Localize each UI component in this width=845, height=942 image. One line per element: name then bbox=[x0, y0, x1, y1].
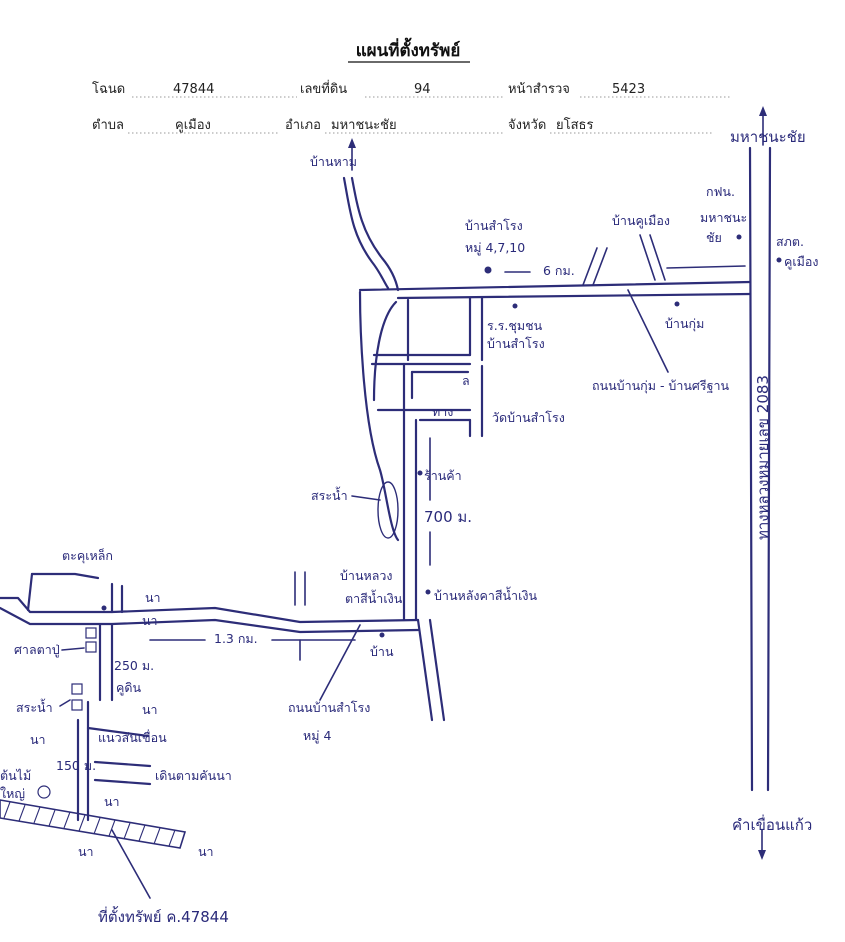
map-title: แผนที่ตั้งทรัพย์ bbox=[356, 37, 461, 61]
label-ban-kum: บ้านกุ่ม bbox=[665, 316, 704, 332]
marker-house bbox=[379, 632, 385, 638]
label-pond2: สระน้ำ bbox=[16, 698, 53, 715]
leader-road-sam-rong bbox=[319, 624, 361, 701]
marker-ban-sam-rong bbox=[484, 266, 492, 274]
label-school-sub: บ้านสำโรง bbox=[487, 336, 545, 351]
label-somat: สภต. bbox=[776, 234, 804, 249]
label-moo: หมู่ 4,7,10 bbox=[465, 240, 525, 256]
label-house: บ้าน bbox=[370, 644, 394, 659]
road-mark-2: ทาง bbox=[432, 404, 453, 419]
pond2-box-2 bbox=[71, 699, 83, 711]
district-label: อำเภอ bbox=[285, 118, 321, 133]
label-path: เดินตามคันนา bbox=[155, 768, 232, 783]
label-house-blue: บ้านหลังคาสีน้ำเงิน bbox=[434, 586, 537, 603]
marker-school bbox=[512, 303, 518, 309]
property-boundary-band bbox=[0, 799, 187, 849]
highway-2083 bbox=[748, 106, 772, 860]
village-roads bbox=[358, 290, 484, 722]
label-to-kham-khuean-kaeo: คำเขื่อนแก้ว bbox=[732, 814, 812, 834]
label-field-2: นา bbox=[142, 613, 158, 628]
marker-somat bbox=[776, 257, 782, 263]
leader-road-kum bbox=[627, 289, 669, 373]
label-kfn-sub2: ชัย bbox=[706, 230, 722, 245]
marker-shop bbox=[417, 470, 423, 476]
shrine-box bbox=[85, 627, 97, 639]
land-no-label: เลขที่ดิน bbox=[300, 80, 347, 97]
label-tree: ต้นไม้ bbox=[0, 768, 31, 783]
marker-ban-kum bbox=[674, 301, 680, 307]
label-ditch: คูดิน bbox=[116, 680, 141, 696]
road-ban-sam-rong bbox=[0, 571, 420, 661]
label-ban-sam-rong: บ้านสำโรง bbox=[465, 218, 523, 233]
deed-value: 47844 bbox=[173, 82, 214, 97]
pond-shape bbox=[377, 481, 399, 539]
label-field-3: นา bbox=[142, 702, 158, 717]
leader-plot bbox=[111, 829, 151, 899]
marker-lamp bbox=[101, 605, 107, 611]
label-field-5: นา bbox=[104, 794, 120, 809]
label-highway-2083: ทางหลวงหมายเลข 2083 bbox=[754, 375, 772, 540]
label-shrine: ศาลตาปู่ bbox=[14, 642, 60, 658]
label-shop: ร้านค้า bbox=[424, 468, 462, 483]
label-kfn: กฟน. bbox=[706, 184, 735, 199]
leader-shrine bbox=[61, 647, 85, 651]
road-kum-sritan bbox=[358, 234, 752, 300]
label-field-6: นา bbox=[78, 844, 94, 859]
label-700m: 700 ม. bbox=[424, 508, 472, 526]
label-road-sam-rong-moo: หมู่ 4 bbox=[303, 728, 331, 744]
sw-roads bbox=[26, 572, 124, 822]
road-mark-1: ล bbox=[462, 373, 470, 388]
label-to-mahachanachai: มหาชนะชัย bbox=[730, 128, 806, 146]
land-no-value: 94 bbox=[414, 82, 431, 97]
label-lamp: ตะคุเหล็ก bbox=[62, 548, 113, 564]
path-2 bbox=[93, 778, 152, 786]
label-ban-ku-mueang: บ้านคูเมือง bbox=[612, 213, 670, 229]
district-value: มหาชนะชัย bbox=[331, 118, 397, 133]
label-ban-nong-luang: บ้านหลวง bbox=[340, 568, 393, 583]
label-plot: ที่ตั้งทรัพย์ ค.47844 bbox=[98, 906, 229, 926]
label-tree-2: ใหญ่ bbox=[0, 786, 25, 801]
label-field-7: นา bbox=[198, 844, 214, 859]
tree-icon bbox=[37, 785, 51, 799]
label-canal: แนวสันเขื่อน bbox=[98, 729, 167, 745]
label-school: ร.ร.ชุมชน bbox=[487, 318, 543, 334]
pond2-box bbox=[71, 683, 83, 695]
label-ban-ham: บ้านหาม bbox=[310, 154, 357, 169]
province-value: ยโสธร bbox=[556, 117, 593, 133]
marker-house-blue bbox=[425, 589, 431, 595]
shrine-box-2 bbox=[85, 641, 97, 653]
label-250m: 250 ม. bbox=[114, 658, 154, 673]
subdistrict-value: คูเมือง bbox=[175, 117, 211, 133]
deed-label: โฉนด bbox=[92, 81, 125, 97]
label-150m: 150 ม. bbox=[56, 758, 96, 773]
road-canal bbox=[86, 726, 150, 738]
label-ban-nong-luang-sub: ตาสีน้ำเงิน bbox=[345, 589, 403, 606]
label-6km: 6 กม. bbox=[543, 263, 575, 278]
label-field-1: นา bbox=[145, 590, 161, 605]
marker-kfn bbox=[736, 234, 742, 240]
leader-pond bbox=[351, 495, 381, 501]
leader-pond2 bbox=[59, 699, 71, 707]
label-1-3km: 1.3 กม. bbox=[214, 631, 258, 646]
road-ban-ham bbox=[342, 138, 400, 292]
label-road-sam-rong: ถนนบ้านสำโรง bbox=[288, 700, 370, 715]
survey-value: 5423 bbox=[612, 82, 645, 97]
path-1 bbox=[93, 760, 152, 768]
subdistrict-label: ตำบล bbox=[92, 118, 124, 133]
label-field-4: นา bbox=[30, 732, 46, 747]
label-road-kum: ถนนบ้านกุ่ม - บ้านศรีฐาน bbox=[592, 378, 729, 394]
province-label: จังหวัด bbox=[508, 118, 546, 133]
label-kfn-sub: มหาชนะ bbox=[700, 210, 747, 225]
label-pond: สระน้ำ bbox=[311, 486, 348, 503]
label-somat-sub: คูเมือง bbox=[784, 254, 819, 270]
label-temple: วัดบ้านสำโรง bbox=[492, 410, 565, 425]
survey-label: หน้าสำรวจ bbox=[508, 82, 570, 97]
